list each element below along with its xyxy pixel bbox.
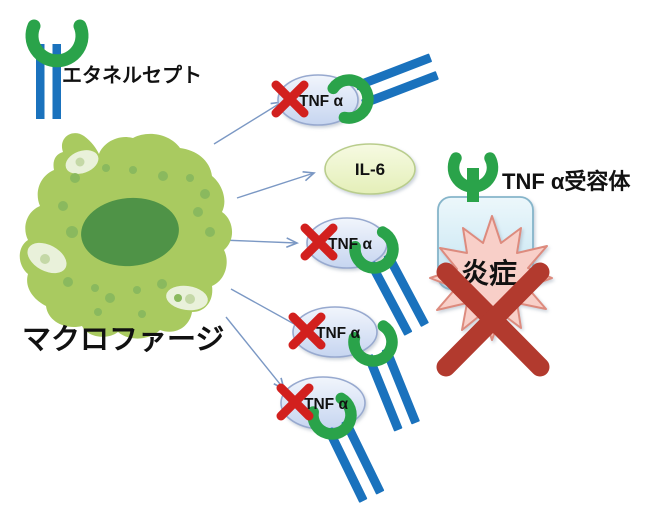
antibody-stem-icon — [36, 44, 45, 119]
tnf-label: TNF α — [299, 93, 343, 110]
blocked-inflammation-x-icon — [436, 262, 550, 377]
macrophage-nucleus — [81, 197, 179, 267]
etanercept-label: エタネルセプト — [62, 64, 202, 87]
tnf-receptor-icon — [447, 152, 499, 202]
blocked-x-icon — [276, 383, 314, 421]
secretion-arrow-3 — [220, 237, 300, 249]
tnf-etanercept-complex-1: TNF α — [271, 49, 441, 125]
macrophage-granules — [58, 164, 215, 318]
tnf-etanercept-complex-3: TNF α — [288, 306, 425, 433]
il6-cytokine-oval — [324, 143, 416, 195]
tnf-etanercept-complex-4: TNF α — [276, 376, 389, 505]
etanercept-molecule-icon — [25, 19, 89, 119]
secretion-arrow-2 — [236, 170, 316, 199]
tnf-receptor-label: TNF α受容体 — [502, 169, 631, 194]
tnf-label: TNF α — [304, 396, 348, 413]
blocked-x-icon — [300, 223, 338, 261]
antibody-stem-icon — [52, 44, 61, 119]
macrophage-label: マクロファージ — [22, 323, 224, 356]
secretion-arrows — [213, 100, 316, 391]
secretion-arrow-1 — [213, 100, 284, 145]
target-cell-group: TNF α受容体 炎症 — [429, 152, 631, 377]
secretion-arrow-5 — [225, 316, 286, 391]
antibody-cup-icon — [25, 19, 89, 68]
tnf-label: TNF α — [328, 236, 372, 253]
tnf-label: TNF α — [316, 325, 360, 342]
il6-label: IL-6 — [355, 160, 385, 179]
tnf-etanercept-complex-2: TNF α — [300, 217, 433, 338]
blocked-x-icon — [288, 312, 326, 350]
macrophage-vacuoles — [27, 150, 208, 311]
secretion-arrow-4 — [230, 288, 307, 331]
blocked-x-icon — [271, 80, 309, 118]
macrophage-cell-illustration — [19, 133, 233, 339]
inflammation-starburst — [429, 215, 553, 341]
